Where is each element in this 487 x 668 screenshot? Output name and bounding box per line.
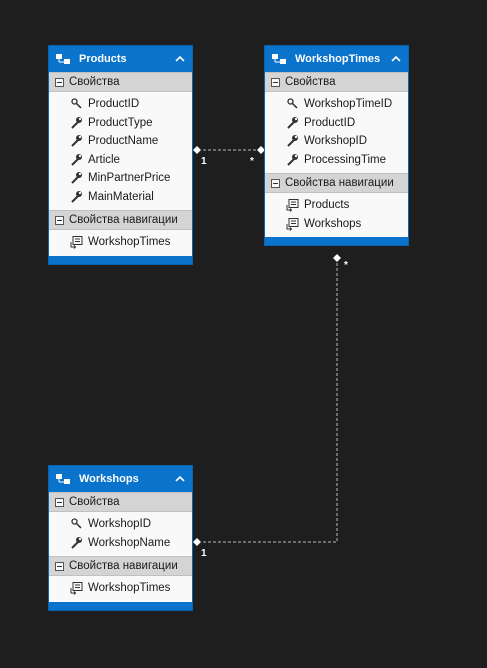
navigation-property-icon <box>70 582 83 596</box>
navigation-list: WorkshopTimes <box>49 230 192 256</box>
property-row[interactable]: MinPartnerPrice <box>49 169 192 188</box>
navigation-list: Products Workshops <box>265 193 408 237</box>
entity-title: Workshops <box>79 473 139 485</box>
entity-footer <box>265 237 408 245</box>
products-multiplicity: 1 <box>201 156 207 167</box>
navigation-section-header[interactable]: Свойства навигации <box>265 173 408 193</box>
property-row[interactable]: MainMaterial <box>49 188 192 207</box>
properties-section-header[interactable]: Свойства <box>49 72 192 92</box>
properties-list: ProductID ProductType ProductName Articl… <box>49 92 192 210</box>
workshoptimes-bottom-multiplicity: * <box>344 260 348 271</box>
navigation-row[interactable]: WorkshopTimes <box>49 233 192 252</box>
entity-workshops[interactable]: Workshops Свойства WorkshopID WorkshopNa… <box>48 465 193 611</box>
section-label: Свойства навигации <box>285 177 394 189</box>
properties-list: WorkshopTimeID ProductID WorkshopID Proc… <box>265 92 408 173</box>
entity-workshoptimes[interactable]: WorkshopTimes Свойства WorkshopTimeID Pr… <box>264 45 409 246</box>
collapse-chevron-icon[interactable] <box>174 53 186 65</box>
workshops-workshoptimes-line[interactable] <box>198 258 338 543</box>
entity-type-icon <box>272 54 286 64</box>
entity-products[interactable]: Products Свойства ProductID ProductType … <box>48 45 193 265</box>
navigation-property-icon <box>70 236 83 250</box>
property-row[interactable]: WorkshopName <box>49 534 192 553</box>
wrench-icon <box>287 135 298 147</box>
workshoptimes-end-marker <box>256 145 266 155</box>
property-row[interactable]: WorkshopID <box>265 132 408 151</box>
section-label: Свойства навигации <box>69 214 178 226</box>
properties-list: WorkshopID WorkshopName <box>49 512 192 556</box>
workshops-multiplicity: 1 <box>201 548 207 559</box>
property-row[interactable]: ProductType <box>49 114 192 133</box>
wrench-icon <box>287 153 298 166</box>
section-label: Свойства <box>69 76 120 88</box>
products-end-marker <box>192 145 202 155</box>
property-row[interactable]: ProductID <box>265 114 408 133</box>
property-row[interactable]: Article <box>49 151 192 170</box>
entity-type-icon <box>56 54 70 64</box>
collapse-toggle-icon[interactable] <box>55 561 64 571</box>
wrench-icon <box>71 172 82 184</box>
property-row[interactable]: ProductName <box>49 132 192 151</box>
navigation-property-icon <box>286 199 299 213</box>
workshoptimes-bottom-marker <box>332 253 342 263</box>
property-row[interactable]: WorkshopID <box>49 515 192 534</box>
entity-type-icon <box>56 474 70 484</box>
collapse-chevron-icon[interactable] <box>174 473 186 485</box>
workshops-end-marker <box>192 537 202 547</box>
entity-title: Products <box>79 53 127 65</box>
wrench-icon <box>71 190 82 203</box>
workshoptimes-multiplicity: * <box>250 156 254 167</box>
navigation-list: WorkshopTimes <box>49 576 192 602</box>
properties-section-header[interactable]: Свойства <box>49 492 192 512</box>
collapse-chevron-icon[interactable] <box>390 53 402 65</box>
entity-header[interactable]: WorkshopTimes <box>265 46 408 72</box>
collapse-toggle-icon[interactable] <box>55 497 64 507</box>
section-label: Свойства <box>69 496 120 508</box>
navigation-property-icon <box>286 217 299 231</box>
property-row[interactable]: WorkshopTimeID <box>265 95 408 114</box>
wrench-icon <box>71 536 82 549</box>
collapse-toggle-icon[interactable] <box>55 215 64 225</box>
entity-header[interactable]: Products <box>49 46 192 72</box>
entity-title: WorkshopTimes <box>295 53 381 65</box>
navigation-row[interactable]: Workshops <box>265 215 408 234</box>
section-label: Свойства <box>285 76 336 88</box>
key-icon <box>287 98 298 109</box>
properties-section-header[interactable]: Свойства <box>265 72 408 92</box>
wrench-icon <box>287 116 298 129</box>
key-icon <box>71 518 82 529</box>
entity-header[interactable]: Workshops <box>49 466 192 492</box>
wrench-icon <box>71 153 82 166</box>
navigation-row[interactable]: Products <box>265 196 408 215</box>
navigation-row[interactable]: WorkshopTimes <box>49 579 192 598</box>
entity-footer <box>49 601 192 610</box>
collapse-toggle-icon[interactable] <box>271 178 280 188</box>
wrench-icon <box>71 135 82 147</box>
key-icon <box>71 98 82 109</box>
section-label: Свойства навигации <box>69 560 178 572</box>
navigation-section-header[interactable]: Свойства навигации <box>49 210 192 230</box>
collapse-toggle-icon[interactable] <box>55 77 64 87</box>
navigation-section-header[interactable]: Свойства навигации <box>49 556 192 576</box>
collapse-toggle-icon[interactable] <box>271 77 280 87</box>
property-row[interactable]: ProductID <box>49 95 192 114</box>
entity-footer <box>49 255 192 264</box>
wrench-icon <box>71 116 82 129</box>
property-row[interactable]: ProcessingTime <box>265 151 408 170</box>
